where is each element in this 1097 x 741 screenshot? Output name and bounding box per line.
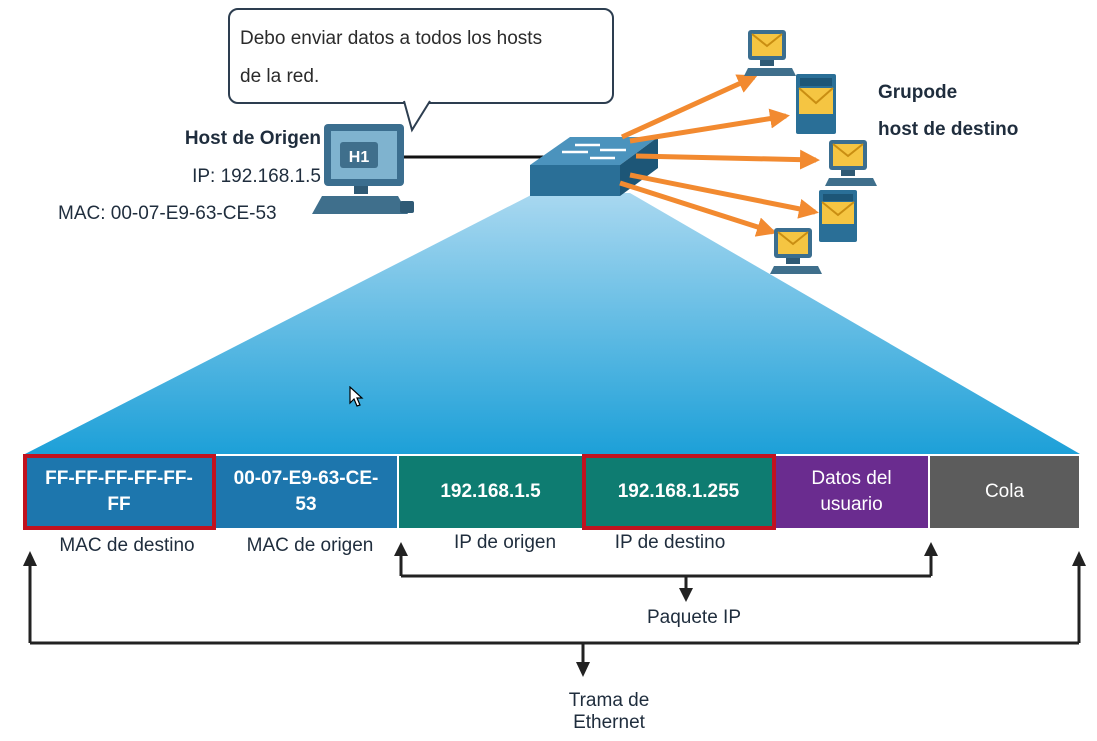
ethernet-frame-label-line2: Ethernet <box>573 712 645 733</box>
source-host-ip: IP: 192.168.1.5 <box>192 166 321 187</box>
ip-packet-arrowheads <box>394 542 938 602</box>
flood-arrow <box>620 74 758 140</box>
frame-field-trailer: Cola <box>930 456 1079 528</box>
destination-server-icon <box>819 190 857 242</box>
ip-packet-bracket <box>399 552 933 596</box>
destination-pc-icon <box>770 228 822 274</box>
frame-field-user-data: Datos del usuario <box>775 456 930 528</box>
frame-field-mac-destination: FF-FF-FF-FF-FF- FF <box>25 456 215 528</box>
label-ip-destination: IP de destino <box>614 532 726 553</box>
speech-bubble: Debo enviar datos a todos los hosts de l… <box>228 8 614 104</box>
ethernet-frame-arrowheads <box>23 551 1086 677</box>
label-mac-source: MAC de origen <box>246 535 374 556</box>
label-ip-source: IP de origen <box>453 532 557 553</box>
destination-group-line2: host de destino <box>878 119 1019 140</box>
flood-arrows <box>619 74 820 237</box>
h1-computer-icon: H1 <box>312 124 414 214</box>
destination-group-title: Grupode host de destino <box>878 74 1018 148</box>
mouse-pointer-icon <box>349 386 364 407</box>
ethernet-frame-label-line1: Trama de <box>568 690 650 711</box>
source-host-title: Host de Origen <box>184 128 321 149</box>
highlight-mac-destination <box>23 454 216 530</box>
pc-label: H1 <box>349 149 370 166</box>
frame-field-mac-source: 00-07-E9-63-CE- 53 <box>215 456 399 528</box>
ethernet-frame-label: Trama de Ethernet <box>569 690 650 734</box>
frame-field-ip-destination: 192.168.1.255 <box>584 456 775 528</box>
speech-bubble-tail <box>403 100 431 133</box>
highlight-ip-destination <box>582 454 776 530</box>
ip-packet-label: Paquete IP <box>646 607 742 628</box>
switch-icon <box>530 137 658 196</box>
flood-arrow <box>619 180 777 237</box>
flood-arrow <box>629 172 819 219</box>
label-mac-destination: MAC de destino <box>59 535 195 556</box>
destination-server-icon <box>796 74 836 134</box>
destination-pc-icon <box>744 30 796 76</box>
destination-group-line1: Grupode <box>878 82 958 103</box>
speech-bubble-line1: Debo enviar datos a todos los hosts <box>240 28 543 49</box>
expansion-beam <box>25 193 1080 454</box>
flood-arrow <box>635 149 820 170</box>
speech-bubble-line2: de la red. <box>240 66 320 87</box>
source-host-mac: MAC: 00-07-E9-63-CE-53 <box>58 203 277 224</box>
destination-pc-icon <box>825 140 877 186</box>
flood-arrow <box>629 108 790 144</box>
frame-field-ip-source: 192.168.1.5 <box>399 456 584 528</box>
